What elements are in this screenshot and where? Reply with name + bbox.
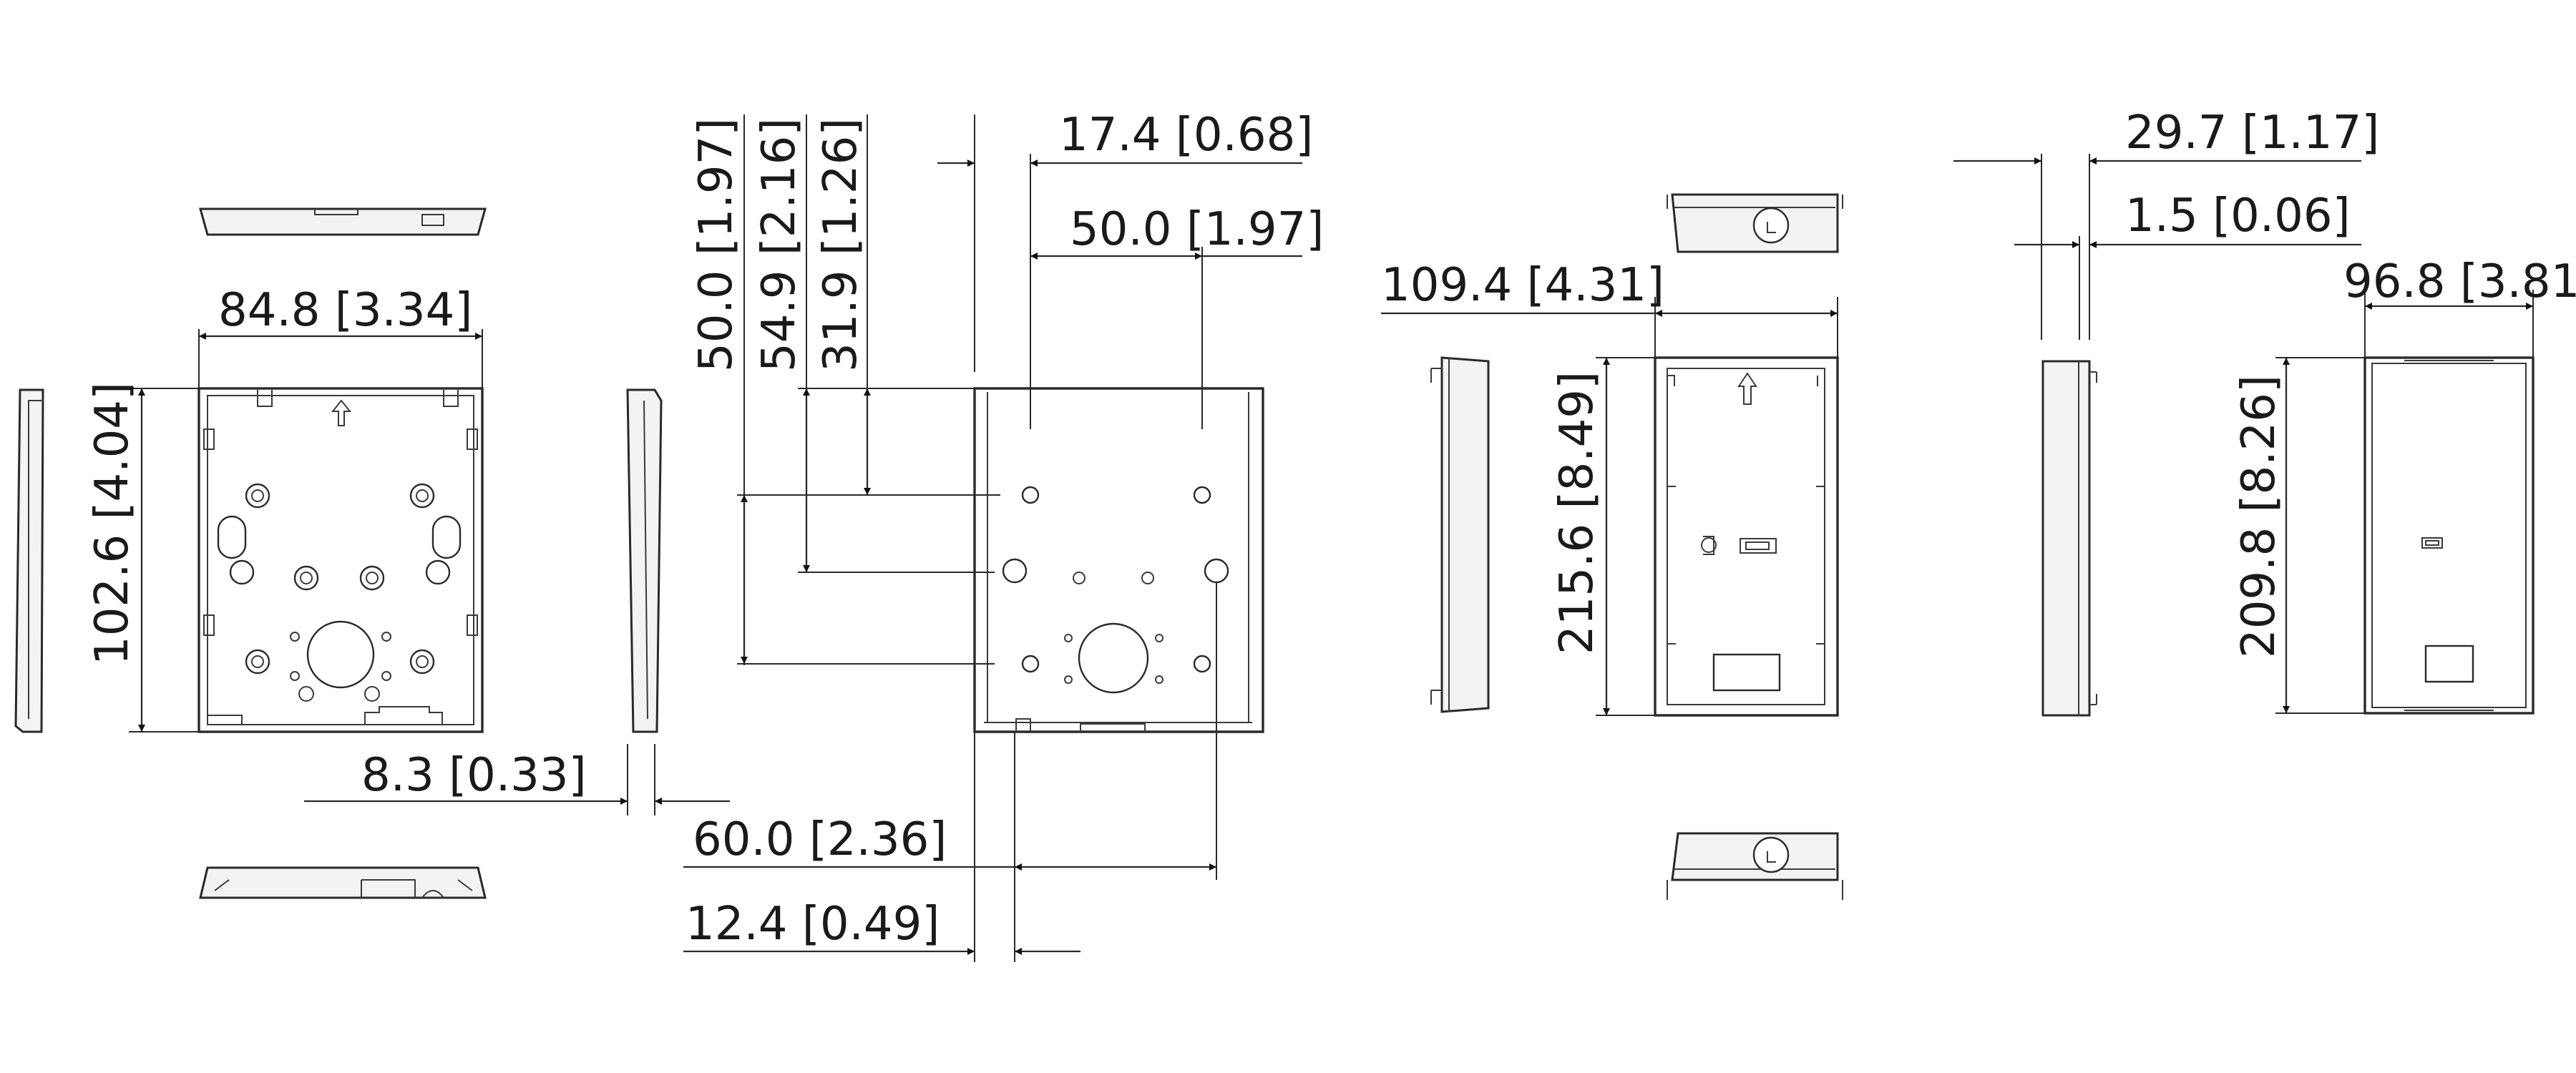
view4-dimensions: 29.7 [1.17] 1.5 [0.06] bbox=[1953, 107, 2379, 340]
view4-side bbox=[2041, 360, 2097, 717]
dim-view3-width: 109.4 [4.31] bbox=[1381, 259, 1664, 312]
dim-view2-vertical-a: 50.0 [1.97] bbox=[690, 118, 743, 372]
view3-box bbox=[1430, 193, 1843, 900]
view1-dimensions: 84.8 [3.34] 102.6 [4.04] 8.3 [0.33] bbox=[86, 284, 730, 815]
dim-view4-depth: 29.7 [1.17] bbox=[2125, 107, 2379, 160]
dim-view3-height: 215.6 [8.49] bbox=[1551, 371, 1604, 655]
dim-view2-bottom-width: 60.0 [2.36] bbox=[693, 813, 947, 866]
view5-cover bbox=[2363, 356, 2534, 715]
dim-view2-vertical-c: 31.9 [1.26] bbox=[814, 118, 867, 372]
view5-dimensions: 96.8 [3.81] 209.8 [8.26] bbox=[2233, 255, 2576, 714]
dim-view5-height: 209.8 [8.26] bbox=[2233, 375, 2285, 658]
dim-view4-wall: 1.5 [0.06] bbox=[2125, 190, 2351, 242]
dim-view1-height: 102.6 [4.04] bbox=[86, 382, 139, 665]
dim-view5-width: 96.8 [3.81] bbox=[2343, 255, 2576, 308]
view2-plate bbox=[973, 387, 1264, 733]
dim-view2-bottom-offset: 12.4 [0.49] bbox=[686, 898, 940, 951]
view1-box bbox=[14, 207, 663, 899]
view2-dimensions: 50.0 [1.97] 54.9 [2.16] 31.9 [1.26] 17.4… bbox=[683, 109, 1324, 962]
view3-dimensions: 109.4 [4.31] 215.6 [8.49] bbox=[1381, 259, 1838, 716]
dim-view1-width: 84.8 [3.34] bbox=[218, 284, 472, 337]
dim-view2-vertical-b: 54.9 [2.16] bbox=[753, 118, 806, 372]
dim-view1-offset: 8.3 [0.33] bbox=[361, 749, 587, 802]
dim-view2-hole-spacing: 50.0 [1.97] bbox=[1070, 203, 1324, 256]
dim-view2-top-offset: 17.4 [0.68] bbox=[1059, 109, 1313, 162]
